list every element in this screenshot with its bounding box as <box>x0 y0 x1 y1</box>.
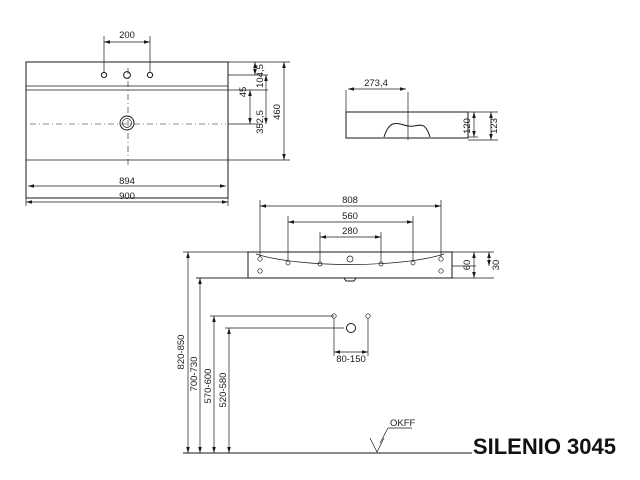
tap-hole-icon <box>100 71 108 79</box>
dim-808-label: 808 <box>342 195 358 206</box>
height-820-850-label: 820-850 <box>176 335 187 370</box>
installation-view: 820-850 700-730 570-600 520-580 80-150 O… <box>176 251 472 454</box>
dim-352-5-label: 352,5 <box>255 110 266 134</box>
dim-273-4-label: 273,4 <box>364 78 388 89</box>
height-520-580-label: 520-580 <box>218 373 229 408</box>
basin-side-outline <box>345 111 469 139</box>
dim-45-label: 45 <box>238 87 249 98</box>
basin-front-outline <box>247 251 453 279</box>
tap-hole-icon <box>146 71 154 79</box>
dim-120-label: 120 <box>462 118 473 134</box>
product-title: SILENIO 3045 <box>473 434 616 459</box>
okff-label: OKFF <box>390 418 416 429</box>
dim-460-label: 460 <box>272 104 283 120</box>
front-view: 808 560 280 60 30 <box>247 195 502 282</box>
dim-60-label: 60 <box>462 260 473 271</box>
side-view: 273,4 120 123 <box>345 78 500 141</box>
floor-reference-icon <box>369 437 385 453</box>
dim-200-label: 200 <box>119 30 135 41</box>
dim-104-5-label: 104,5 <box>255 64 266 88</box>
dim-30-label: 30 <box>491 260 502 271</box>
dim-900-label: 900 <box>119 191 135 202</box>
drain-hole-icon <box>119 115 135 131</box>
dim-280-label: 280 <box>342 226 358 237</box>
height-570-600-label: 570-600 <box>203 369 214 404</box>
dim-123-label: 123 <box>489 118 500 134</box>
basin-top-outline <box>25 61 229 199</box>
dim-894-label: 894 <box>119 176 135 187</box>
tap-hole-icon <box>123 71 131 79</box>
dim-80-150-label: 80-150 <box>336 354 366 365</box>
top-view: 200 104,5 45 352,5 460 894 900 <box>25 30 290 206</box>
dim-560-label: 560 <box>342 211 358 222</box>
height-700-730-label: 700-730 <box>189 357 200 392</box>
waste-connection-icon <box>346 323 356 333</box>
